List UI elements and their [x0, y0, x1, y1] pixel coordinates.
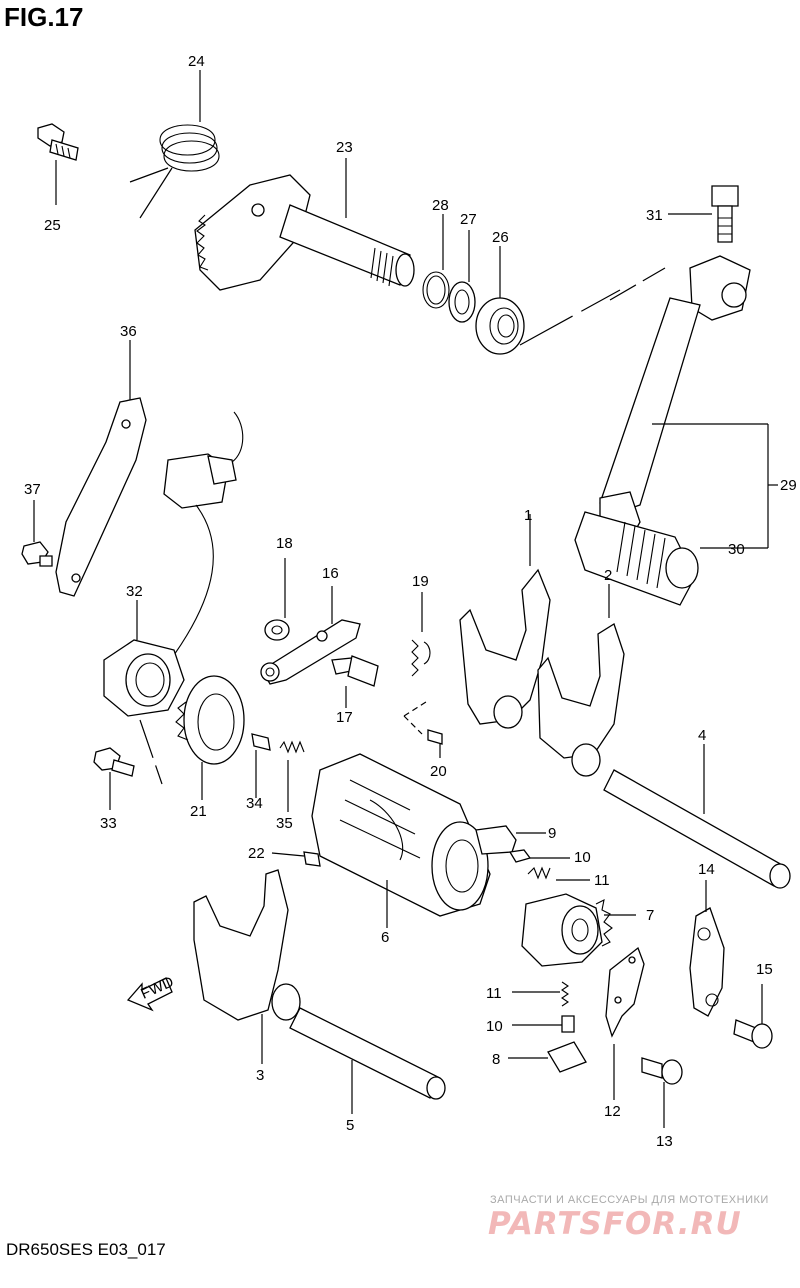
- callout-27: 27: [460, 211, 477, 228]
- callout-5: 5: [346, 1117, 354, 1134]
- part-8-pin-plate: [508, 1041, 587, 1073]
- part-26-bearing: [475, 246, 621, 355]
- part-35-spring: [279, 740, 305, 812]
- callout-16: 16: [322, 565, 339, 582]
- callout-12: 12: [604, 1103, 621, 1120]
- part-23-shift-shaft: [194, 158, 415, 291]
- callout-1: 1: [524, 507, 532, 524]
- callout-32: 32: [126, 583, 143, 600]
- part-14-plate: [689, 880, 725, 1017]
- part-18-washer: [264, 558, 290, 641]
- part-10-pin-lower: [512, 1015, 575, 1033]
- part-7-cam-driven-gear: [521, 893, 636, 967]
- part-27-washer: [448, 230, 476, 323]
- callout-36: 36: [120, 323, 137, 340]
- part-21-stopper-plate: [175, 675, 245, 800]
- callout-30: 30: [728, 541, 745, 558]
- part-4-fork-shaft: [603, 744, 791, 889]
- part-2-shift-fork: [537, 584, 625, 777]
- watermark-logo: PARTSFOR.RU: [488, 1206, 742, 1242]
- part-22-pin: [271, 851, 321, 867]
- part-25-bolt: [37, 123, 79, 205]
- callout-20: 20: [430, 763, 447, 780]
- callout-labels: 24 23 28 27 26 31 25 36 29 37 1 30 18 16…: [24, 53, 797, 1150]
- callout-11-upper: 11: [594, 872, 610, 889]
- part-32-neutral-switch: [103, 600, 185, 785]
- callout-19: 19: [412, 573, 429, 590]
- part-13-screw: [641, 1057, 683, 1128]
- part-37-bolt: [21, 500, 53, 567]
- figure-title: FIG.17: [4, 2, 84, 32]
- part-16-cam-stopper: [260, 586, 361, 685]
- part-19-spring: [411, 592, 431, 677]
- callout-15: 15: [756, 961, 773, 978]
- callout-25: 25: [44, 217, 61, 234]
- callout-13: 13: [656, 1133, 673, 1150]
- callout-33: 33: [100, 815, 117, 832]
- callout-10-lower: 10: [486, 1018, 503, 1035]
- part-24-spring: [129, 70, 220, 219]
- part-10-pin-upper: [508, 849, 570, 863]
- callout-18: 18: [276, 535, 293, 552]
- callout-35: 35: [276, 815, 293, 832]
- part-6-shift-cam-drum: [311, 753, 491, 928]
- callout-21: 21: [190, 803, 207, 820]
- callout-3: 3: [256, 1067, 264, 1084]
- callout-7: 7: [646, 907, 654, 924]
- part-33-bolt: [93, 747, 135, 810]
- callout-2: 2: [604, 567, 612, 584]
- part-30-lever-rubber: [574, 511, 768, 606]
- part-29-shift-lever: [599, 255, 778, 548]
- part-15-screw: [733, 984, 773, 1049]
- callout-22: 22: [248, 845, 265, 862]
- callout-6: 6: [381, 929, 389, 946]
- callout-28: 28: [432, 197, 449, 214]
- diagram-code: DR650SES E03_017: [6, 1240, 166, 1259]
- callout-4: 4: [698, 727, 706, 744]
- part-12-retainer-plate: [605, 946, 645, 1100]
- part-3-shift-fork: [193, 869, 301, 1064]
- callout-29: 29: [780, 477, 797, 494]
- callout-24: 24: [188, 53, 205, 70]
- part-11-spring-lower: [512, 981, 569, 1007]
- part-5-fork-shaft: [289, 1007, 446, 1114]
- callout-9: 9: [548, 825, 556, 842]
- callout-11-lower: 11: [486, 985, 502, 1002]
- callout-17: 17: [336, 709, 353, 726]
- part-1-shift-fork: [459, 514, 551, 729]
- callout-10-upper: 10: [574, 849, 591, 866]
- callout-14: 14: [698, 861, 715, 878]
- part-34-pin: [251, 733, 271, 798]
- fwd-arrow-icon: FWD: [126, 973, 176, 1012]
- callout-31: 31: [646, 207, 663, 224]
- part-gear-position-sensor: [163, 411, 244, 656]
- callout-37: 37: [24, 481, 41, 498]
- part-17-bolt: [331, 655, 379, 708]
- part-31-bolt: [668, 185, 739, 243]
- part-20-pin: [403, 701, 443, 758]
- callout-26: 26: [492, 229, 509, 246]
- callout-23: 23: [336, 139, 353, 156]
- part-11-spring-upper: [527, 866, 590, 881]
- watermark-caption: ЗАПЧАСТИ И АКСЕССУАРЫ ДЛЯ МОТОТЕХНИКИ: [490, 1194, 769, 1206]
- callout-34: 34: [246, 795, 263, 812]
- part-36-plate: [55, 340, 147, 597]
- callout-8: 8: [492, 1051, 500, 1068]
- part-28-circlip: [422, 214, 450, 309]
- part-9-pin-plate: [475, 825, 546, 855]
